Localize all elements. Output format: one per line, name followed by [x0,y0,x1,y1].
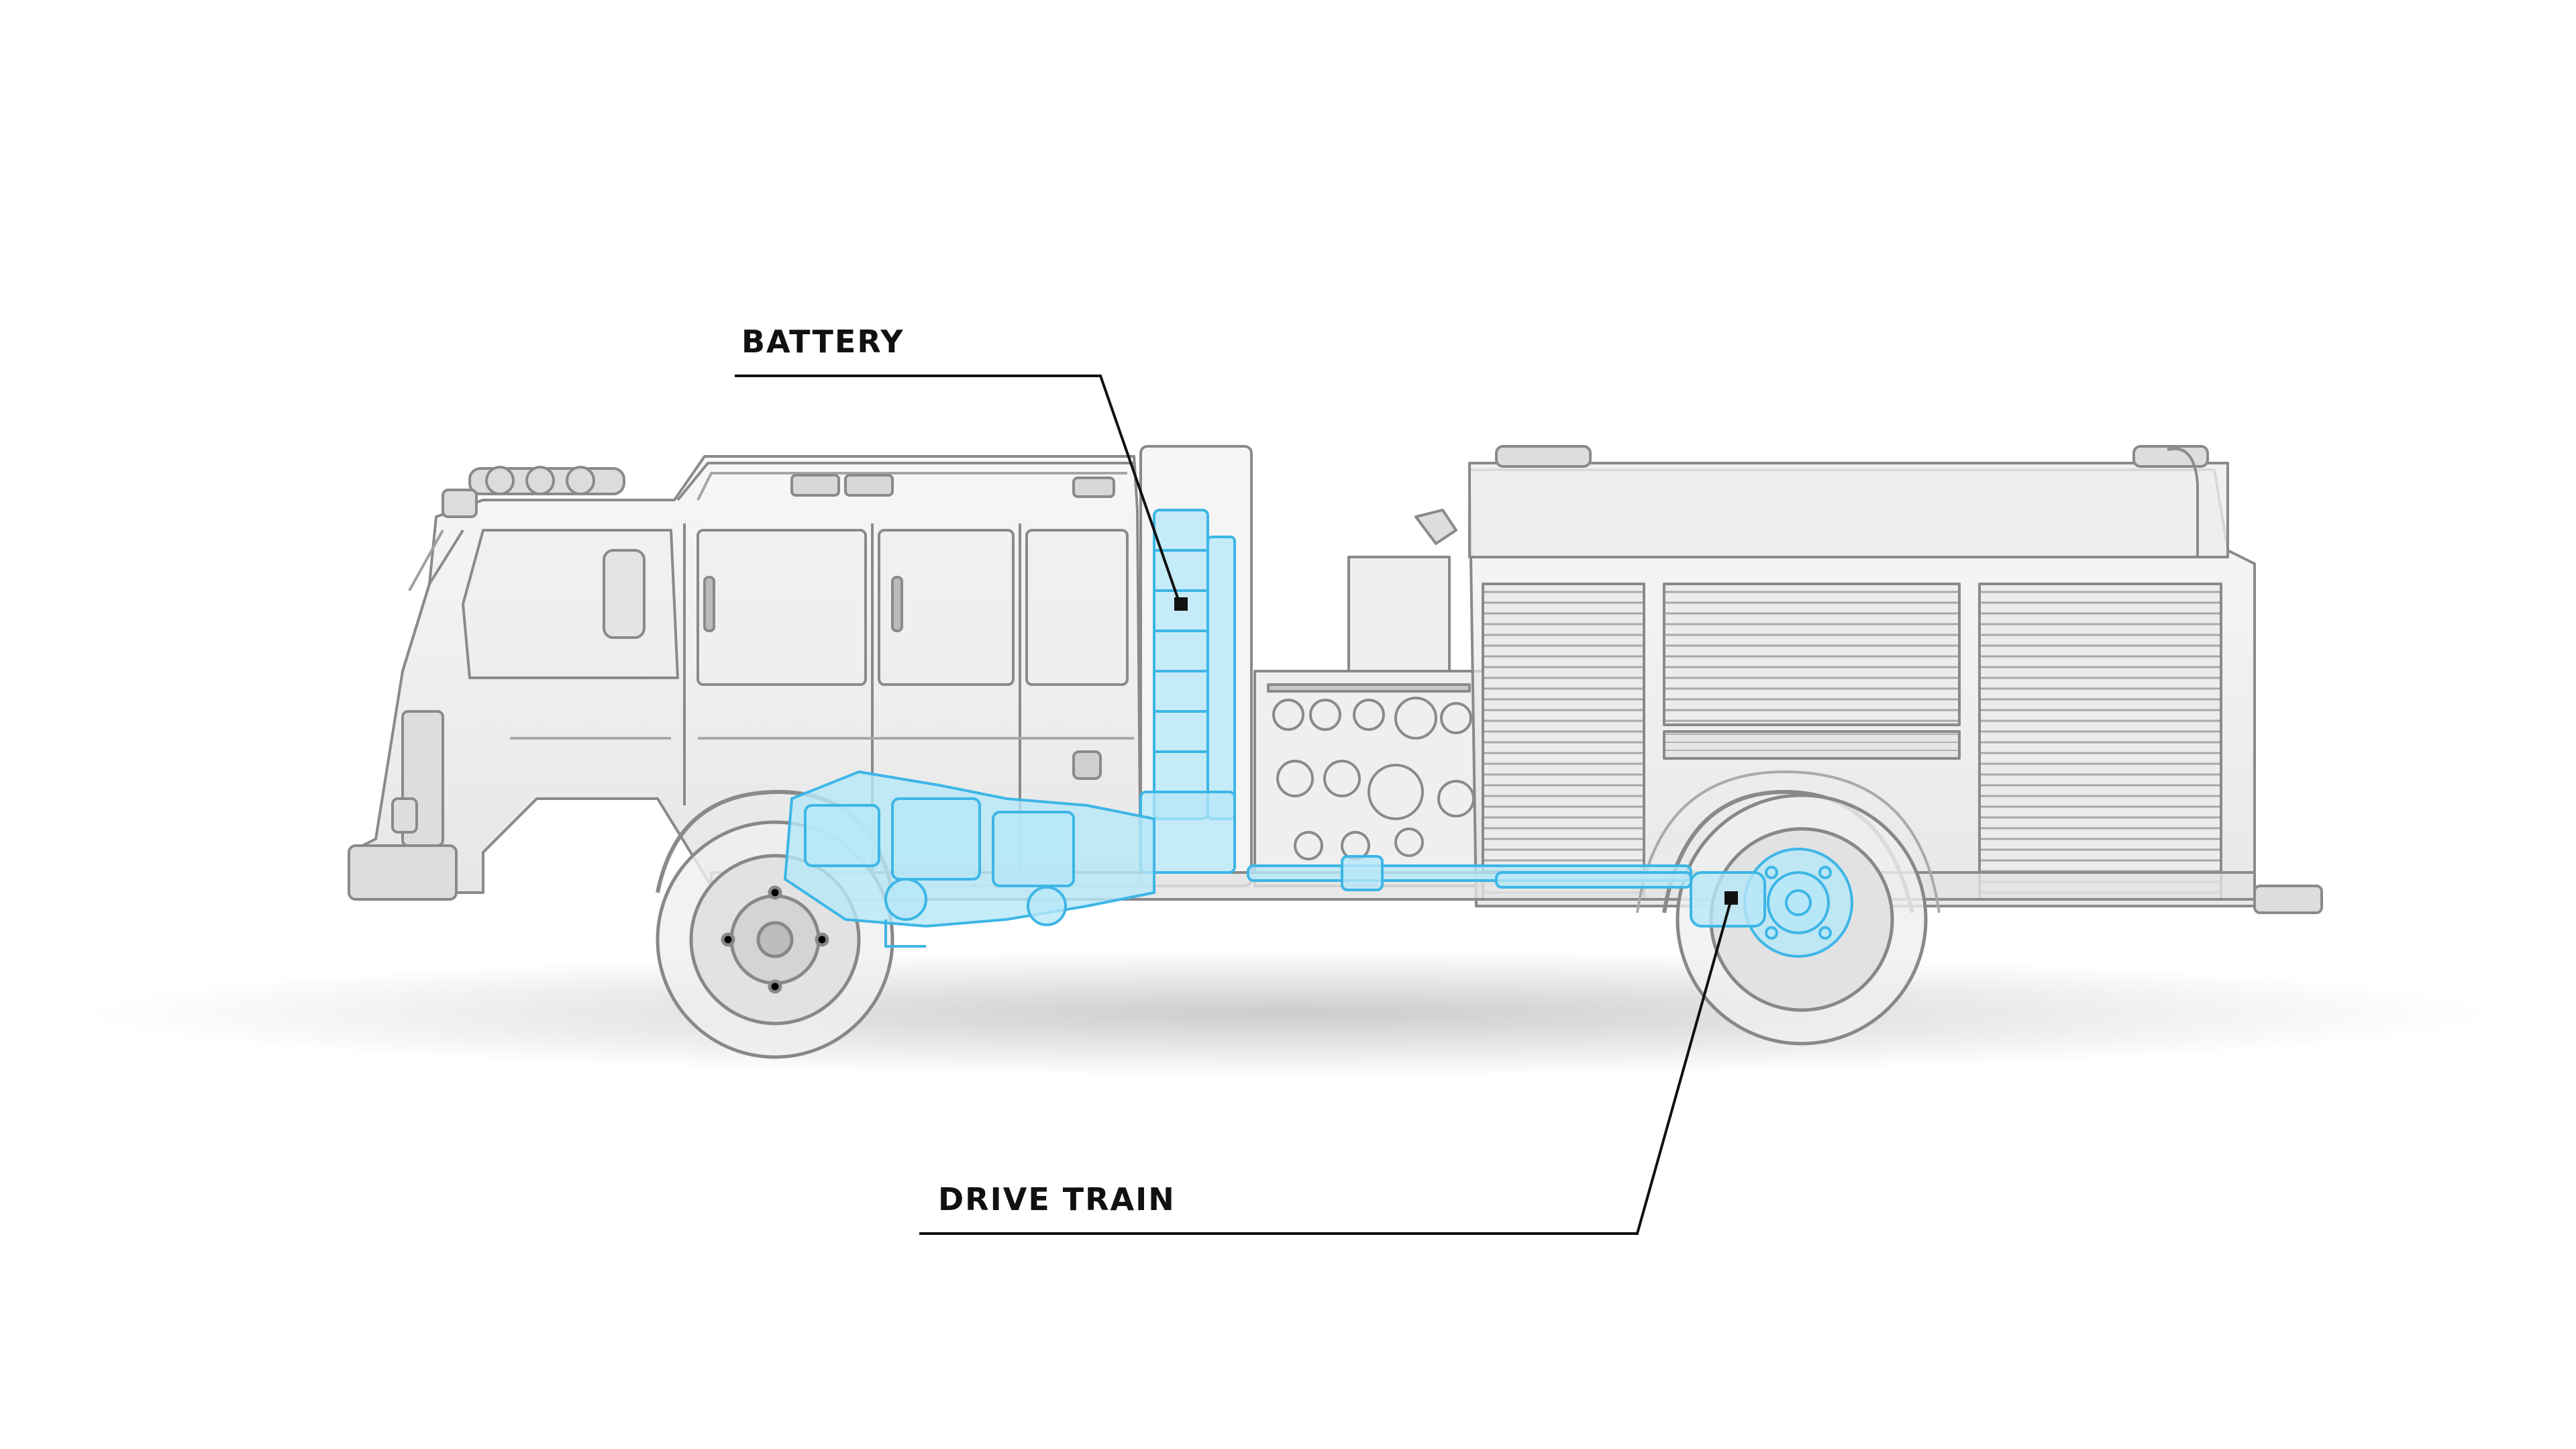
compartment-door-1 [1482,583,1645,901]
compartment-door-2 [1663,583,1961,726]
callout-lines [735,374,1738,1235]
truck-body [348,445,2323,914]
drive-train-callout-line [919,899,1733,1235]
drive-train-label: DRIVE TRAIN [938,1181,1176,1217]
ground-shadow [81,950,2496,1077]
battery-highlight [1139,509,1236,874]
front-bumper [348,710,458,901]
pump-panel [1253,556,1484,887]
roof-lights [442,466,625,518]
compartment-door-3 [1978,583,2222,901]
battery-callout-line [735,374,1182,608]
drivetrain-highlight [783,770,1853,958]
cab-windows [462,529,1129,686]
side-mirror [603,549,646,639]
battery-label: BATTERY [741,323,905,360]
